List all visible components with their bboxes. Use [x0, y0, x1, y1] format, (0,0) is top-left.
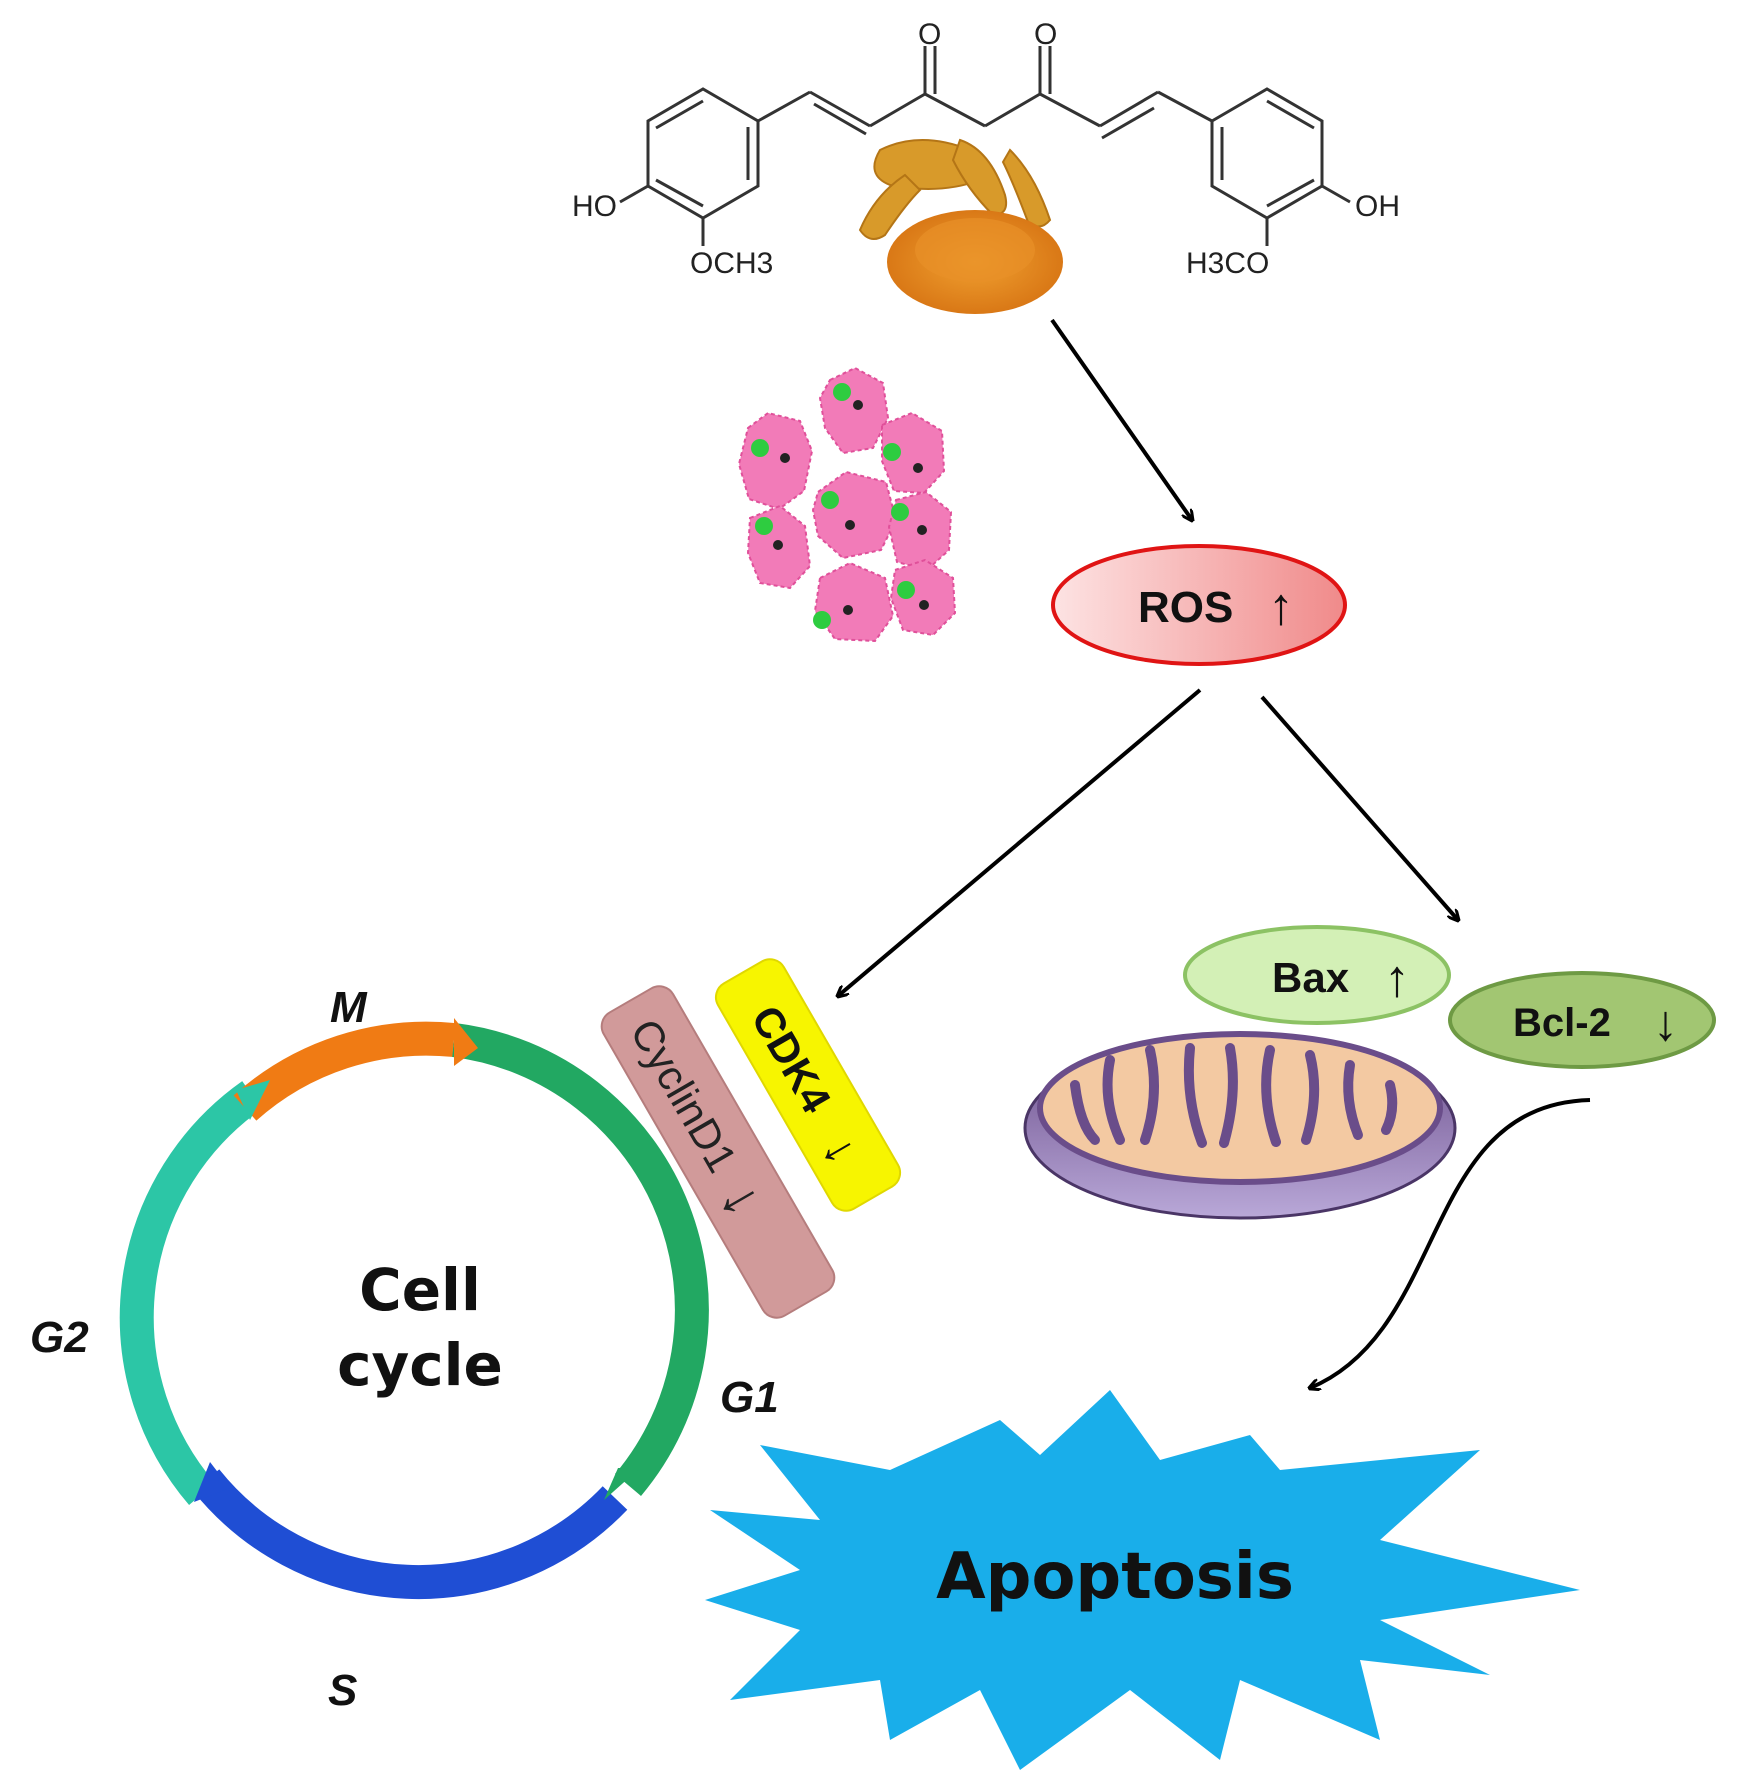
cancer-cells-cluster — [737, 366, 957, 643]
ros-to-bcl2-arrow — [1260, 695, 1458, 920]
phase-s-arc — [192, 1469, 628, 1600]
phase-g1-label: G1 — [720, 1373, 779, 1422]
curcumin-to-ros-arrow — [1050, 318, 1192, 520]
left-methoxy-label: OCH3 — [690, 247, 773, 280]
bax-up-arrow: ↑ — [1384, 950, 1410, 1008]
cell-cycle-center-line2: cycle — [337, 1331, 503, 1399]
cell-nuclei — [751, 383, 929, 629]
cyclind1-node: CyclinD1 ↓ — [600, 985, 836, 1319]
right-methoxy-label: H3CO — [1186, 247, 1269, 280]
phase-g1-arc — [451, 1023, 709, 1496]
right-benzene-ring — [1210, 87, 1324, 220]
cdk4-node: CDK4 ↓ — [714, 958, 902, 1212]
bcl2-node: Bcl-2 ↓ — [1448, 971, 1716, 1069]
left-benzene-ring — [646, 87, 760, 220]
ros-node: ROS ↑ — [1051, 544, 1347, 666]
apoptosis-label: Apoptosis — [936, 1540, 1294, 1614]
pathway-arrows — [838, 318, 1591, 1388]
cell-cycle-center-line1: Cell — [359, 1256, 481, 1324]
bcl2-label: Bcl-2 — [1513, 1001, 1611, 1045]
right-hydroxyl-label: OH — [1355, 190, 1400, 223]
ros-to-cdk4-arrow — [838, 688, 1202, 996]
bax-label: Bax — [1272, 954, 1350, 1001]
phase-m-arc — [233, 1021, 456, 1121]
curcumin-structure — [619, 46, 1351, 246]
left-hydroxyl-label: HO — [572, 190, 617, 223]
mitochondrion-illustration — [1023, 1031, 1457, 1220]
left-ketone-oxygen: O — [918, 18, 941, 51]
ros-label: ROS — [1138, 583, 1233, 632]
phase-g2-label: G2 — [30, 1313, 89, 1362]
cell-cycle-ring — [119, 1016, 714, 1604]
bcl2-down-arrow: ↓ — [1653, 995, 1678, 1051]
phase-s-label: S — [328, 1666, 357, 1715]
apoptosis-node: Apoptosis — [705, 1390, 1580, 1770]
phase-m-label: M — [330, 983, 368, 1032]
bax-node: Bax ↑ — [1183, 925, 1451, 1025]
turmeric-image — [858, 138, 1063, 314]
cell-cycle-arrowheads — [194, 1018, 640, 1502]
mitochondria-to-apoptosis-arrow — [1310, 1098, 1591, 1388]
right-ketone-oxygen: O — [1034, 18, 1057, 51]
ros-up-arrow: ↑ — [1268, 578, 1294, 636]
phase-g2-arc — [119, 1081, 262, 1506]
